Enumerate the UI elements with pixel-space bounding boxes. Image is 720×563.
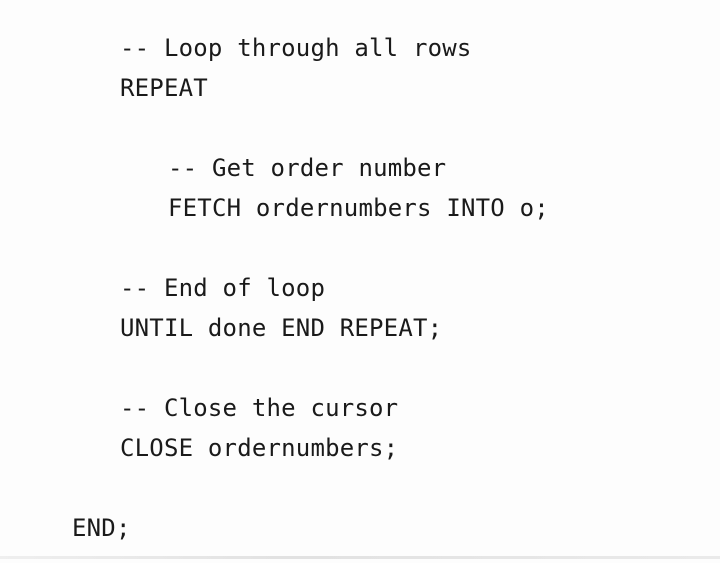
comment-end-of-loop: -- End of loop [120,274,326,302]
fetch-statement: FETCH ordernumbers INTO o; [168,194,549,222]
end-statement: END; [72,514,131,542]
bottom-divider [0,556,720,559]
comment-get-order-number: -- Get order number [168,154,447,182]
repeat-keyword: REPEAT [120,74,208,102]
comment-close-cursor: -- Close the cursor [120,394,399,422]
close-statement: CLOSE ordernumbers; [120,434,399,462]
comment-loop-through-rows: -- Loop through all rows [120,34,472,62]
until-statement: UNTIL done END REPEAT; [120,314,443,342]
